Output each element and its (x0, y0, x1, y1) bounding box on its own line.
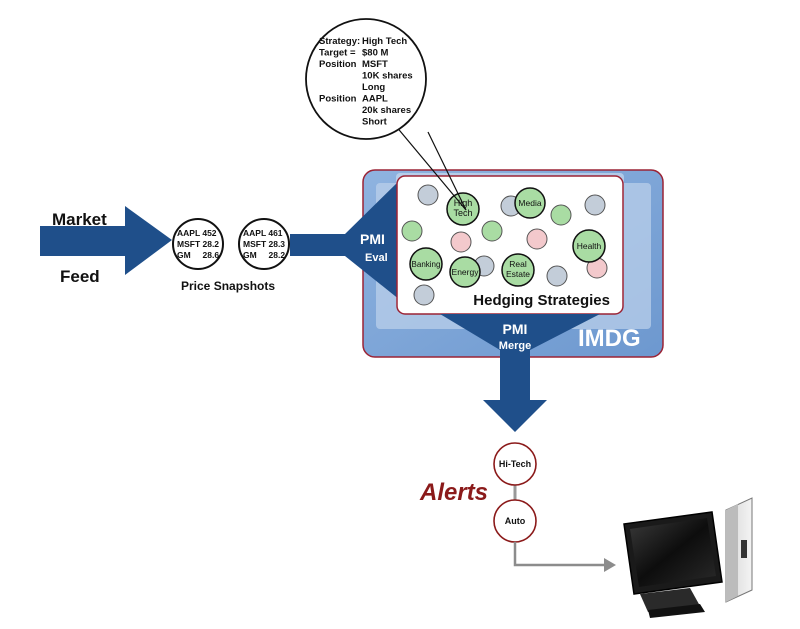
callout-value-8: Short (362, 117, 388, 128)
snapshot-2-line-2: MSFT 28.3 (243, 239, 285, 249)
callout-key-1: Strategy: (319, 36, 360, 47)
pmi-eval-arrow (290, 180, 400, 300)
callout-pointer (394, 124, 467, 211)
pmi-eval-label-1: PMI (360, 231, 385, 247)
callout-value-5: Long (362, 82, 385, 93)
callout-key-6: Position (319, 94, 357, 105)
alerts-label: Alerts (419, 479, 488, 506)
callout-value-2: $80 M (362, 48, 388, 59)
callout-value-3: MSFT (362, 59, 388, 70)
strategy-real-estate: Real Estate (501, 253, 535, 287)
callout-value-1: High Tech (362, 36, 407, 47)
callout-value-4: 10K shares (362, 71, 413, 82)
pmi-eval-label-2: Eval (365, 252, 388, 264)
strategy-nodes (401, 184, 608, 306)
pmi-merge-label-2: Merge (499, 340, 531, 352)
feed-label: Feed (60, 267, 100, 286)
snapshot-1-line-3: GM 28.6 (177, 250, 219, 260)
snapshot-1-line-1: AAPL 452 (177, 228, 217, 238)
price-snapshot-1: AAPL 452 MSFT 28.2 GM 28.6 (172, 218, 224, 270)
callout-key-3: Position (319, 59, 357, 70)
callout-value-7: 20k shares (362, 105, 411, 116)
pmi-merge-arrow (440, 314, 600, 432)
imdg-label: IMDG (578, 325, 641, 352)
snapshot-2-line-1: AAPL 461 (243, 228, 283, 238)
alert-hi-tech-label: Hi-Tech (499, 459, 531, 469)
market-label: Market (52, 210, 107, 229)
svg-text:Real: Real (509, 259, 527, 269)
svg-text:Media: Media (518, 198, 541, 208)
alert-delivery-arrow (513, 542, 606, 567)
price-snapshot-2: AAPL 461 MSFT 28.3 GM 28.2 (238, 218, 290, 270)
svg-text:Estate: Estate (506, 269, 530, 279)
svg-text:Banking: Banking (412, 260, 441, 269)
strategy-callout (305, 18, 427, 140)
strategy-high-tech: High Tech (446, 192, 480, 226)
svg-text:Health: Health (577, 241, 602, 251)
strategy-energy: Energy (449, 256, 481, 288)
pmi-merge-label-1: PMI (503, 321, 528, 337)
snapshot-1-line-2: MSFT 28.2 (177, 239, 219, 249)
alert-hi-tech (493, 442, 537, 486)
snapshot-2-line-3: GM 28.2 (243, 250, 285, 260)
strategy-media: Media (514, 187, 546, 219)
svg-text:Tech: Tech (453, 208, 472, 218)
strategy-health: Health (572, 229, 606, 263)
svg-text:Energy: Energy (452, 267, 480, 277)
hedging-strategies-title: Hedging Strategies (473, 292, 610, 309)
strategy-banking: Banking (409, 247, 443, 281)
alert-auto-label: Auto (505, 516, 526, 526)
price-snapshots-label: Price Snapshots (181, 279, 275, 293)
callout-key-2: Target = (319, 48, 356, 59)
callout-value-6: AAPL (362, 94, 388, 105)
desktop-computer-icon (623, 497, 753, 618)
market-feed-arrow (40, 206, 172, 275)
